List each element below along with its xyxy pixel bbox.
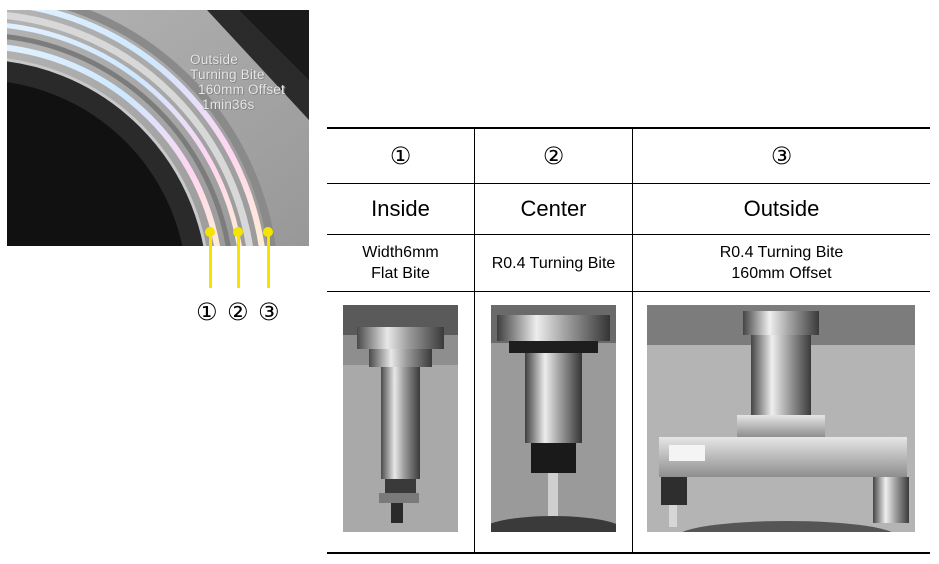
table-top-rule	[327, 127, 930, 129]
location-outside: Outside	[743, 196, 820, 221]
marker-line-2	[237, 232, 240, 288]
engraving-line-3: 160mm Offset	[198, 82, 285, 97]
tool-line: Width6mm	[362, 244, 439, 261]
column-number-3: ③	[770, 142, 793, 170]
table-rule	[327, 183, 930, 184]
table-bottom-rule	[327, 552, 930, 554]
tool-line: Flat Bite	[371, 265, 430, 282]
table-col-rule	[474, 127, 475, 554]
engraving-line-4: 1min36s	[202, 97, 255, 112]
tool-comparison-table: ① ② ③ Inside Center Outside Width6mm Fla…	[327, 127, 930, 554]
engraved-label: Outside Turning Bite 160mm Offset 1min36…	[190, 52, 309, 112]
column-number-1: ①	[389, 142, 412, 170]
marker-number-2: ②	[227, 298, 249, 326]
marker-number-3: ③	[258, 298, 280, 326]
location-inside: Inside	[371, 196, 430, 221]
table-rule	[327, 234, 930, 235]
tool-line: 160mm Offset	[731, 265, 832, 282]
engraving-line-2: Turning Bite	[190, 67, 265, 82]
machined-surface-graphic	[7, 10, 309, 246]
tool-photo-2	[491, 305, 616, 532]
machined-surface-photo: Outside Turning Bite 160mm Offset 1min36…	[7, 10, 309, 246]
tool-line: R0.4 Turning Bite	[719, 244, 844, 261]
engraving-line-1: Outside	[190, 52, 238, 67]
tool-description-1: Width6mm Flat Bite	[327, 235, 474, 291]
tool-photo-3	[647, 305, 915, 532]
table-col-rule	[632, 127, 633, 554]
marker-line-3	[267, 232, 270, 288]
marker-number-1: ①	[196, 298, 218, 326]
tool-line: R0.4 Turning Bite	[491, 254, 616, 272]
table-rule	[327, 291, 930, 292]
tool-description-2: R0.4 Turning Bite	[475, 235, 632, 291]
location-center: Center	[520, 196, 587, 221]
column-number-2: ②	[542, 142, 565, 170]
tool-description-3: R0.4 Turning Bite 160mm Offset	[633, 235, 930, 291]
tool-photo-1	[343, 305, 458, 532]
marker-line-1	[209, 232, 212, 288]
